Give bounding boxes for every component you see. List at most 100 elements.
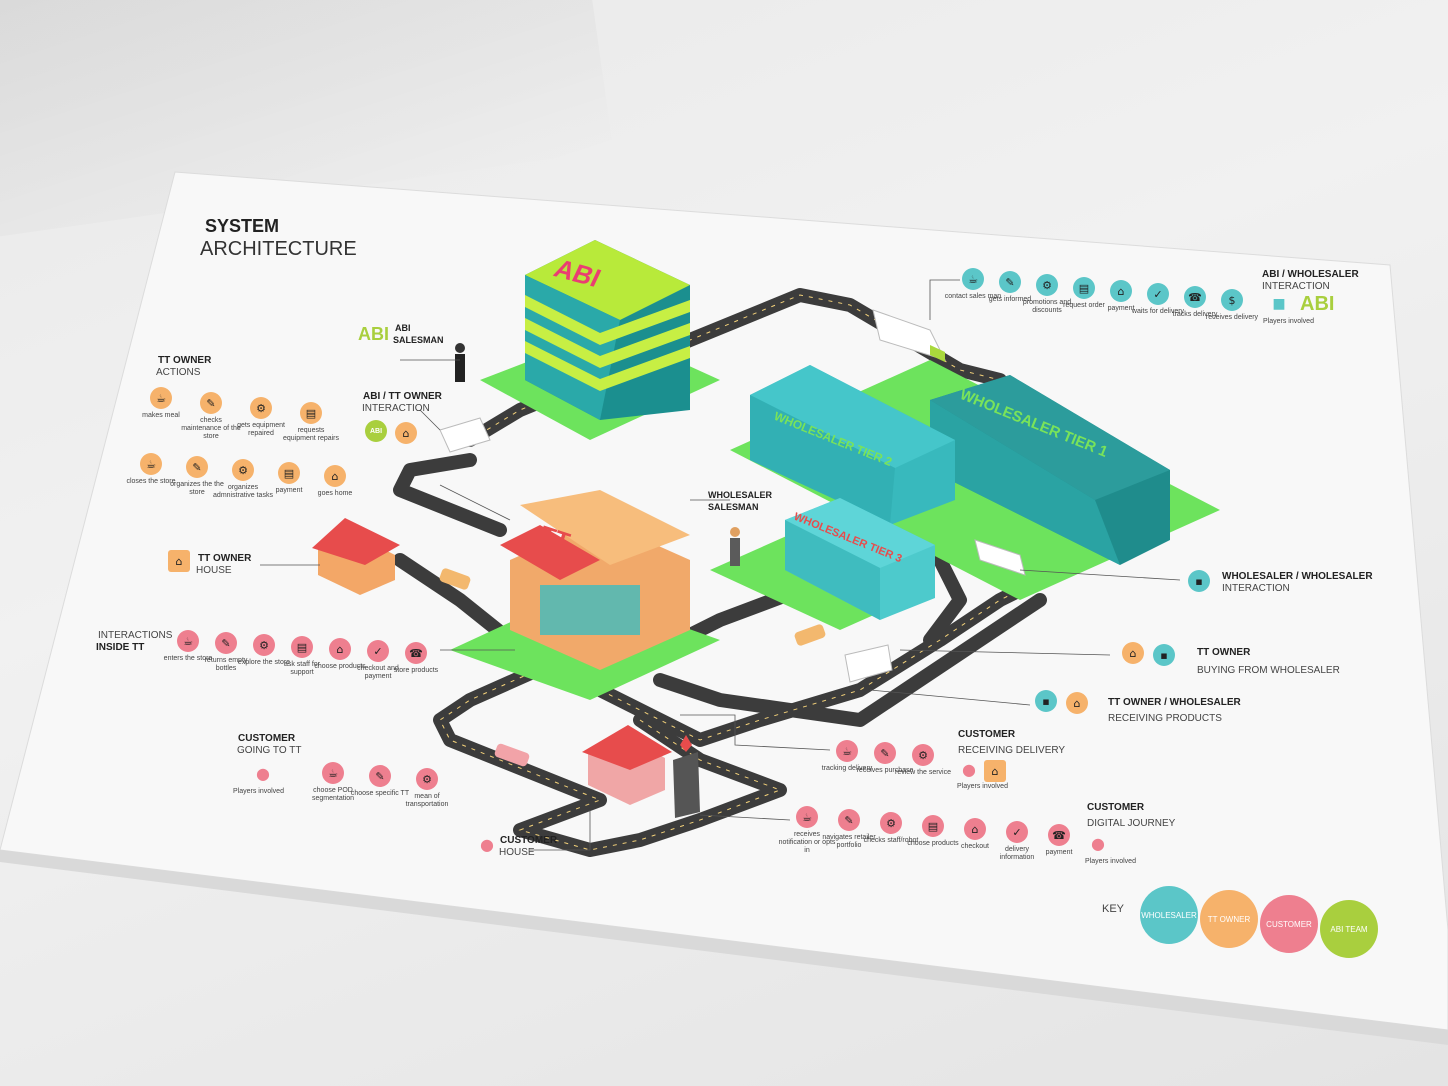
customer-digital-caption-3: choose products [907,840,959,847]
customer-going-caption-2: mean of transportation [405,793,449,808]
tt-receiving-store-icon: ⌂ [1066,692,1088,714]
tt-owner-house-line2: HOUSE [196,565,232,576]
abi-wholesaler-logo: ABI [1300,293,1335,315]
inside-tt-caption-5: checkout and payment [357,665,399,680]
wholesaler-salesman-line1: WHOLESALER [708,490,772,500]
inside-tt-caption-2: explore the store [237,659,291,666]
tt-action2-icon-3: ▤ [278,462,300,484]
tt-store [500,490,690,670]
tt-action1-icon-2: ⚙ [250,397,272,419]
customer-digital-caption-4: checkout [960,843,990,850]
customer-receiving-line1: CUSTOMER [958,729,1016,740]
leader-lines [260,279,1181,851]
tt-buying-line1: TT OWNER [1197,647,1251,658]
tt-action2-caption-4: goes home [317,490,353,497]
tt-action1-caption-3: requests equipment repairs [282,427,340,442]
customer-receiving-icon-2: ⚙ [912,744,934,766]
abi-wholesaler-icon-6: ☎ [1184,286,1206,308]
customer-receiving-players: Players involved [957,783,1008,790]
abi-wholesaler-caption-0: contact sales man [944,293,1002,300]
phone-device [673,752,700,818]
key-tt-owner: TT OWNER [1200,890,1258,948]
inside-tt-caption-0: enters the store [163,655,213,662]
poster-edge [0,850,1448,1045]
customer-digital-caption-1: navigates retailer portfolio [822,834,876,849]
customer-digital-line2: DIGITAL JOURNEY [1087,818,1176,829]
customer-house-line1: CUSTOMER [500,835,558,846]
inside-tt-icon-4: ⌂ [329,638,351,660]
people [455,343,740,566]
abi-salesman-logo: ABI [358,324,389,344]
abi-wholesaler-icon-0: ☕ [962,268,984,290]
map-pin [680,735,692,752]
abi-wholesaler-caption-1: gets informed [988,296,1032,303]
customer-digital-players: Players involved [1085,858,1136,865]
title-line1: SYSTEM [205,216,280,236]
abi-logo-badge: ABI [365,420,387,442]
tt-action1-caption-2: gets equipment repaired [237,422,285,437]
abi-tt-interaction-subtitle: INTERACTION [362,403,430,414]
customer-digital-caption-2: checks staff/robot [863,837,919,844]
tt-receiving-line1: TT OWNER / WHOLESALER [1108,697,1241,708]
truck-icon: ■ [1272,296,1286,312]
inside-tt-caption-4: choose products [314,663,366,670]
tt-owner-actions-subtitle: ACTIONS [156,367,201,378]
customer-digital-icon-0: ☕ [796,806,818,828]
tt-action2-caption-0: closes the store [126,478,176,485]
abi-wholesaler-icon-2: ⚙ [1036,274,1058,296]
customer-digital-icon-2: ⚙ [880,812,902,834]
customer-receiving-caption-1: receives purchase [856,767,914,774]
abi-wholesaler-icon-5: ✓ [1147,283,1169,305]
store-icon: ⌂ [395,422,417,444]
abi-tt-interaction-title: ABI / TT OWNER [363,391,442,402]
customer-going-icon-2: ⚙ [416,768,438,790]
customer-digital-icon-6: ☎ [1048,824,1070,846]
key-title: KEY [1102,903,1125,915]
ww-line1: WHOLESALER / WHOLESALER [1222,571,1373,582]
title-line2: ARCHITECTURE [200,238,357,260]
cars [439,568,826,767]
tt-action1-icon-3: ▤ [300,402,322,424]
tt-action1-caption-1: checks maintenance of the store [181,417,241,440]
abi-wholesaler-caption-7: receives delivery [1205,314,1259,321]
inside-tt-line1: INTERACTIONS [98,630,173,641]
abi-wholesaler-caption-5: waits for delivery [1131,308,1185,315]
customer-going-caption-0: choose POD segmentation [311,787,355,802]
abi-wholesaler-line1: ABI / WHOLESALER [1262,269,1359,280]
abi-wholesaler-line2: INTERACTION [1262,281,1330,292]
customer-receiving-person-icon: ● [962,759,976,779]
wholesaler-truck-icon: ▪ [1188,570,1210,592]
customer-person-icon: ● [256,763,270,783]
abi-building [525,240,690,420]
key-wholesaler: WHOLESALER [1140,886,1198,944]
road-markings [439,294,1041,851]
customer-going-line2: GOING TO TT [237,745,302,756]
tt-buying-line2: BUYING FROM WHOLESALER [1197,665,1340,676]
tt-owner-house [312,518,400,595]
inside-tt-caption-6: store products [393,667,439,674]
abi-wholesaler-caption-2: promotions and discounts [1022,299,1072,314]
customer-receiving-caption-0: tracking delivery [821,765,873,772]
inside-tt-icon-2: ⚙ [253,634,275,656]
inside-tt-icon-3: ▤ [291,636,313,658]
road-tier1-link [923,553,967,647]
wholesaler-salesman-line2: SALESMAN [708,502,759,512]
customer-digital-caption-6: payment [1045,849,1073,856]
customer-receiving-icon-1: ✎ [874,742,896,764]
tier2-building [750,365,955,525]
abi-wholesaler-icon-3: ▤ [1073,277,1095,299]
customer-going-caption-1: choose specific TT [350,790,410,797]
road-lower [653,593,1047,727]
inside-tt-icon-6: ☎ [405,642,427,664]
tt-action2-icon-0: ☕ [140,453,162,475]
inside-tt-line2: INSIDE TT [96,642,145,653]
tt-owner-house-line1: TT OWNER [198,553,252,564]
customer-receiving-line2: RECEIVING DELIVERY [958,745,1066,756]
tt-buying-truck-icon: ▪ [1153,644,1175,666]
abi-wholesaler-caption-4: payment [1107,305,1135,312]
tt-action1-caption-0: makes meal [142,412,180,419]
inside-tt-icon-5: ✓ [367,640,389,662]
customer-going-players: Players involved [233,788,284,795]
